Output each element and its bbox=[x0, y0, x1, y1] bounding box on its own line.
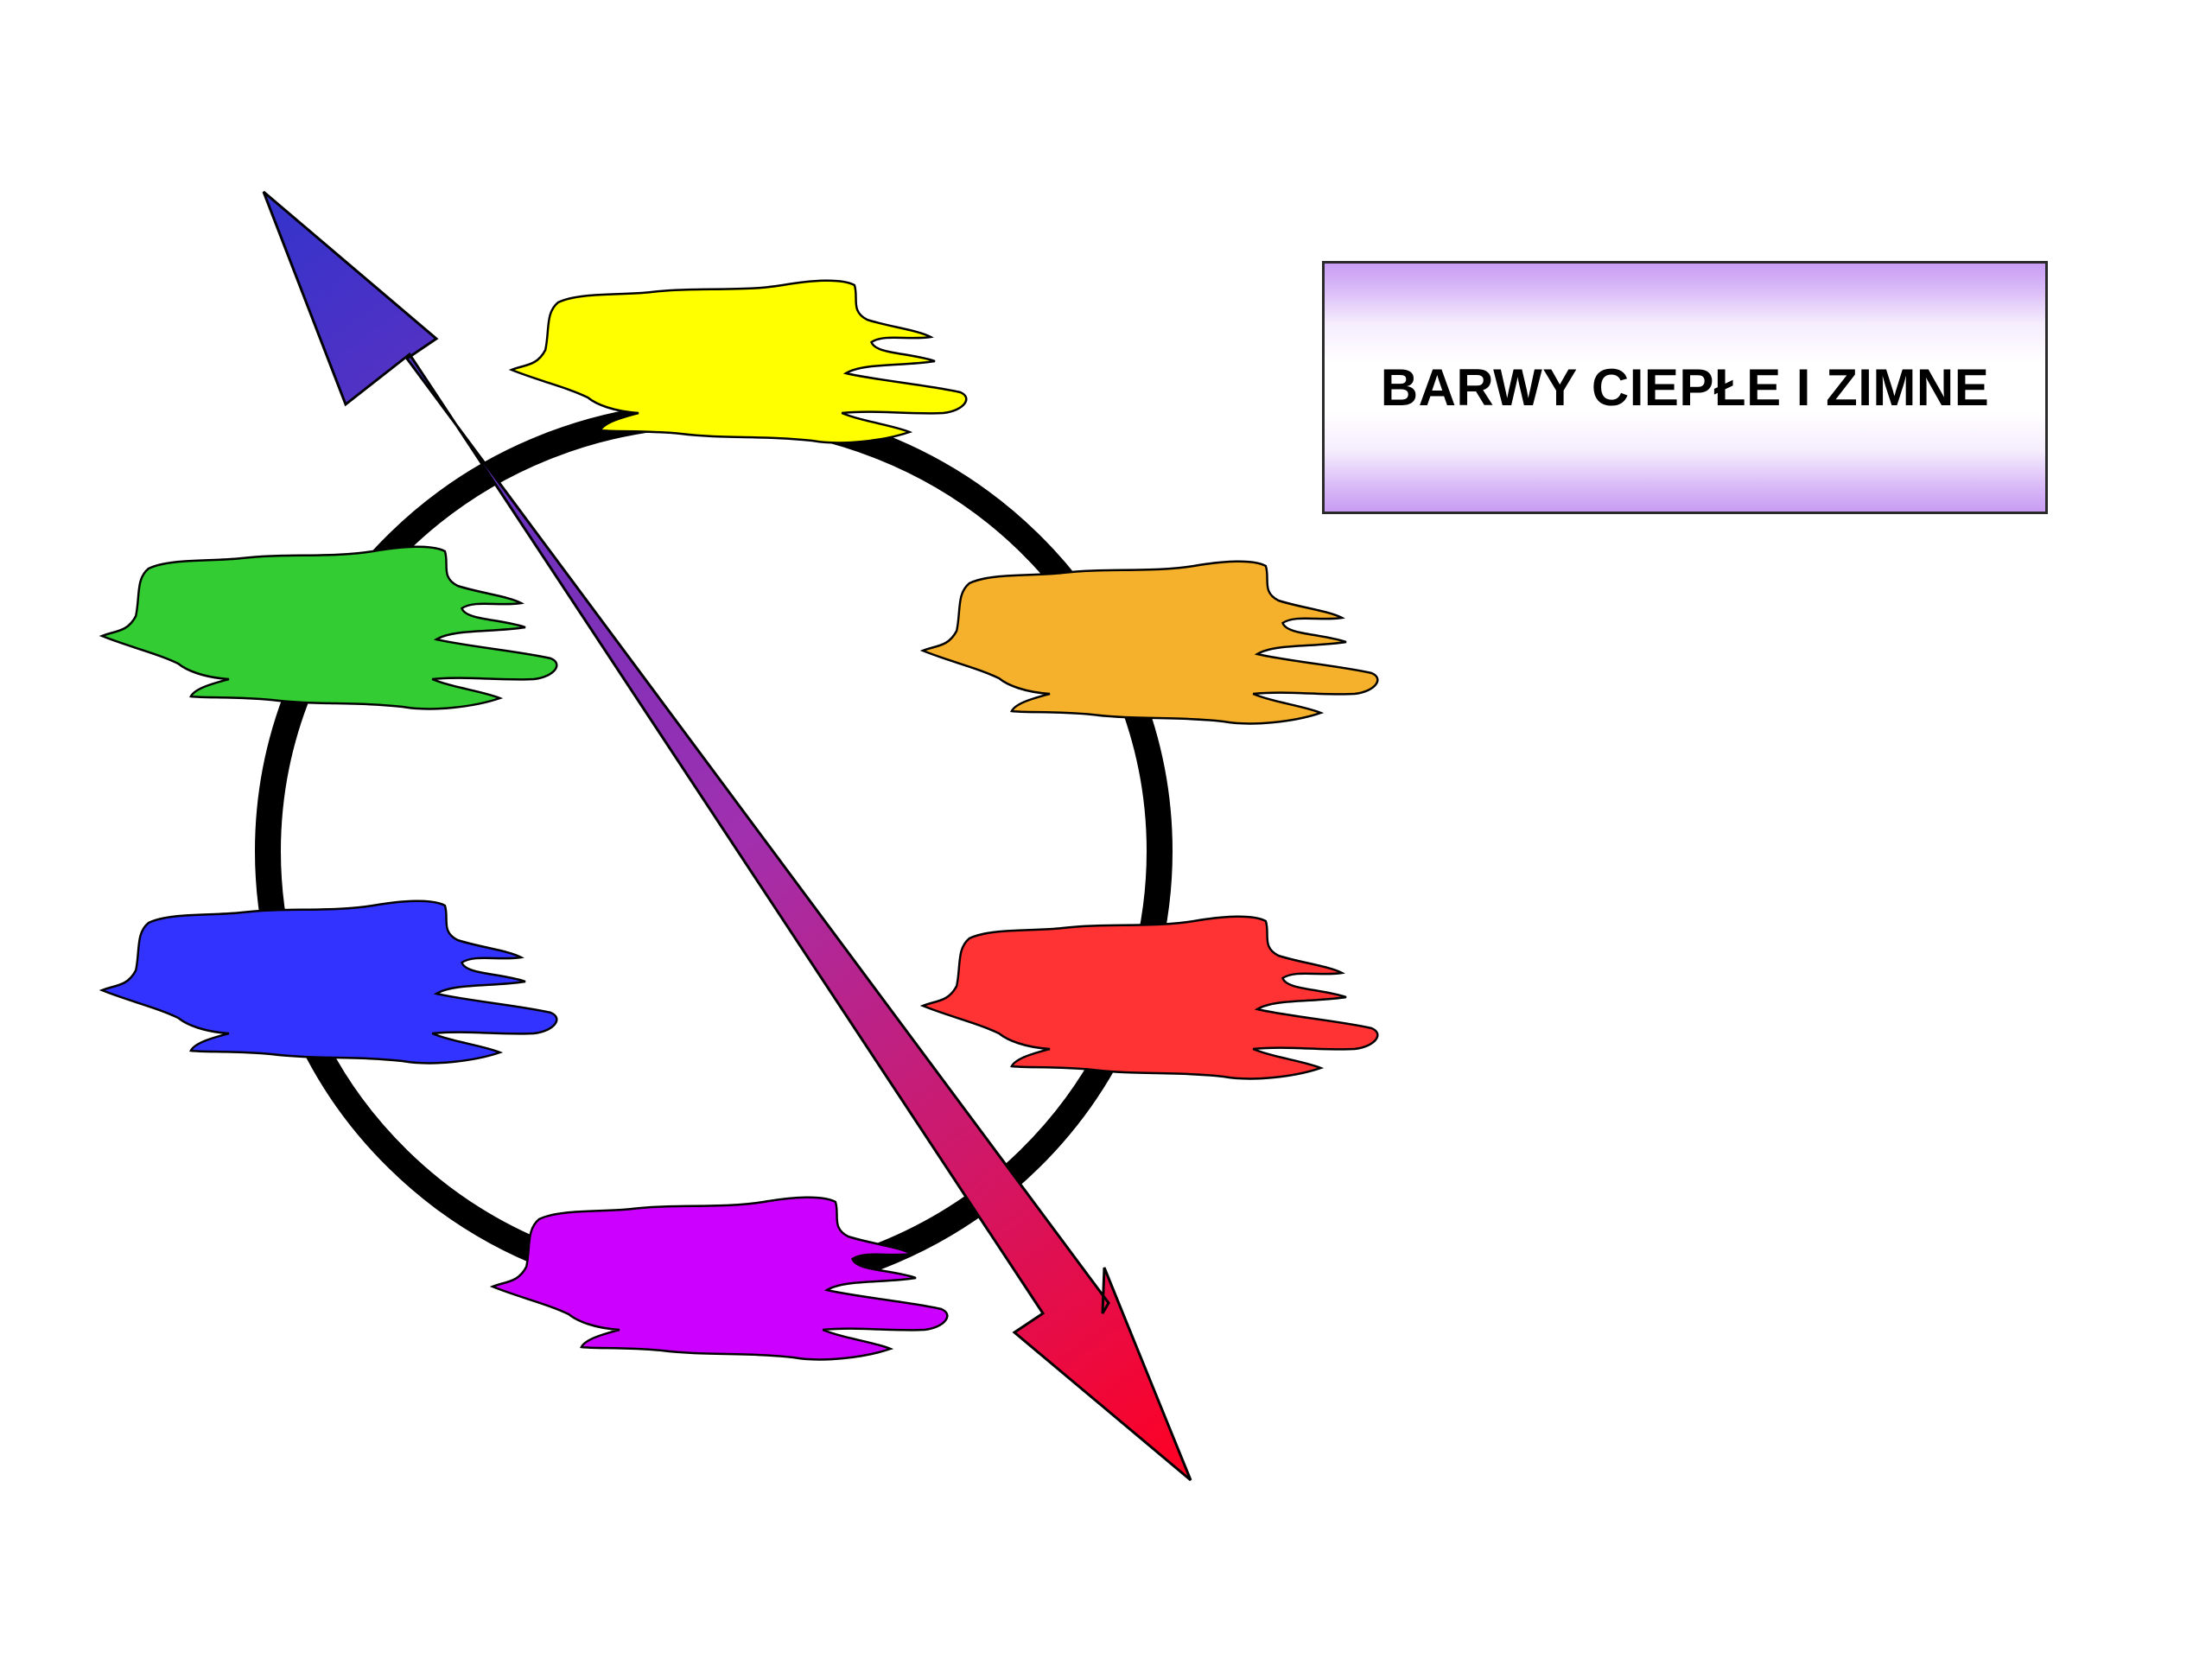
violet-blob bbox=[489, 1196, 949, 1361]
green-blob bbox=[99, 545, 558, 710]
blue-blob bbox=[99, 899, 558, 1065]
double-arrow bbox=[262, 190, 1192, 1482]
orange-blob bbox=[919, 560, 1379, 725]
red-blob bbox=[919, 915, 1379, 1080]
color-ring bbox=[255, 402, 1173, 1300]
diagram-title: BARWY CIEPŁE I ZIMNE bbox=[1380, 359, 1990, 416]
title-box: BARWY CIEPŁE I ZIMNE bbox=[1322, 261, 2048, 514]
yellow-blob bbox=[508, 279, 968, 444]
